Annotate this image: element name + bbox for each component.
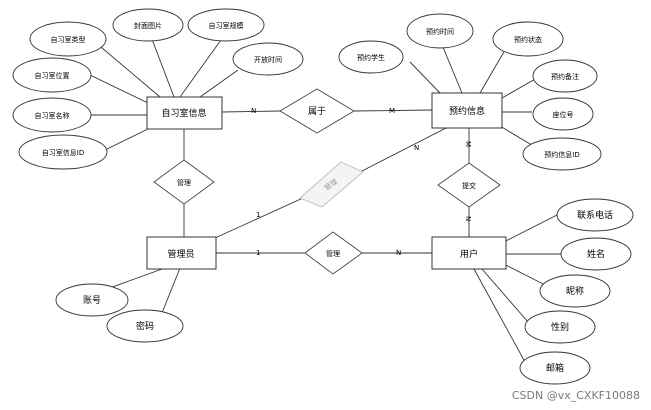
relationship-label: 属于 <box>308 106 326 117</box>
svg-text:预约时间: 预约时间 <box>426 27 454 36</box>
cardinality-room-belongs: N <box>251 107 256 115</box>
cardinality-labels: N M N 1 1 N N M <box>251 107 472 257</box>
svg-text:密码: 密码 <box>136 320 154 332</box>
svg-text:联系电话: 联系电话 <box>577 209 613 221</box>
attr-nickname: 昵称 <box>539 274 611 308</box>
attr-password: 密码 <box>106 309 184 343</box>
svg-text:自习室位置: 自习室位置 <box>35 71 70 80</box>
svg-text:自习室规模: 自习室规模 <box>209 21 244 30</box>
svg-text:封面图片: 封面图片 <box>134 21 162 30</box>
entity-reservation-info: 预约信息 <box>431 92 503 129</box>
cardinality-user-manage: N <box>396 249 401 257</box>
attr-room-info-id: 自习室信息ID <box>18 134 108 170</box>
cardinality-admin-user: 1 <box>256 249 260 257</box>
attr-room-type: 自习室类型 <box>29 21 107 57</box>
entity-user: 用户 <box>431 236 507 270</box>
entity-label: 管理员 <box>167 248 194 260</box>
cardinality-user-submit: N <box>464 216 472 221</box>
attr-seat-no: 座位号 <box>532 97 594 131</box>
attr-room-name: 自习室名称 <box>12 97 92 133</box>
svg-text:账号: 账号 <box>83 295 101 306</box>
watermark-text: CSDN @vx_CXKF10088 <box>512 389 640 402</box>
attr-open-time: 开放时间 <box>232 42 304 76</box>
attr-room-size: 自习室规模 <box>187 8 265 42</box>
attr-cover-image: 封面图片 <box>112 8 184 42</box>
cardinality-admin-manage: 1 <box>256 211 260 219</box>
attr-gender: 性别 <box>524 310 596 344</box>
svg-text:预约状态: 预约状态 <box>514 35 542 44</box>
svg-text:自习室信息ID: 自习室信息ID <box>42 148 84 157</box>
svg-text:开放时间: 开放时间 <box>254 55 282 64</box>
svg-text:邮箱: 邮箱 <box>546 362 564 374</box>
svg-text:姓名: 姓名 <box>587 248 605 260</box>
attr-email: 邮箱 <box>519 351 591 385</box>
attr-room-location: 自习室位置 <box>12 57 92 93</box>
svg-text:自习室名称: 自习室名称 <box>35 111 70 120</box>
entity-label: 预约信息 <box>449 105 485 117</box>
relationship-label: 管理 <box>326 249 340 258</box>
attr-account: 账号 <box>55 283 129 317</box>
connector-lines <box>89 32 561 363</box>
attr-reserve-status: 预约状态 <box>492 21 564 57</box>
relationship-label: 管理 <box>177 178 191 187</box>
relationship-manage-reservation: 管理 <box>299 161 364 208</box>
cardinality-reserve-belongs: M <box>389 107 395 115</box>
relationship-submit: 提交 <box>437 162 501 208</box>
relationship-manage-user: 管理 <box>304 231 363 275</box>
svg-text:预约备注: 预约备注 <box>551 72 579 81</box>
relationship-manage-room: 管理 <box>153 159 215 205</box>
attr-phone: 联系电话 <box>556 198 634 232</box>
attr-reserve-time: 预约时间 <box>406 13 474 49</box>
attr-reserve-student: 预约学生 <box>338 40 404 74</box>
svg-text:昵称: 昵称 <box>566 285 584 297</box>
svg-text:座位号: 座位号 <box>553 110 574 119</box>
entity-admin: 管理员 <box>146 236 217 270</box>
entity-study-room-info: 自习室信息 <box>146 96 223 130</box>
svg-text:性别: 性别 <box>551 321 569 333</box>
svg-text:预约学生: 预约学生 <box>357 53 385 62</box>
cardinality-reserve-manage: N <box>414 144 419 152</box>
entity-label: 用户 <box>460 248 478 260</box>
attr-reserve-note: 预约备注 <box>532 59 598 93</box>
svg-text:预约信息ID: 预约信息ID <box>544 150 579 159</box>
entity-label: 自习室信息 <box>161 107 206 119</box>
svg-text:自习室类型: 自习室类型 <box>51 35 86 44</box>
relationship-label: 提交 <box>462 181 476 190</box>
relationship-belongs-to: 属于 <box>279 88 355 134</box>
attr-name: 姓名 <box>560 237 632 271</box>
cardinality-reserve-submit: M <box>464 141 472 147</box>
attr-reserve-info-id: 预约信息ID <box>522 137 602 171</box>
